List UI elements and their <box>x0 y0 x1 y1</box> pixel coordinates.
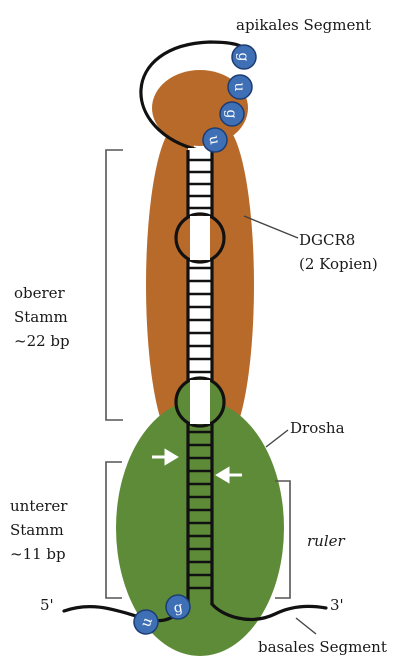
basal-leader <box>296 618 316 634</box>
upper-stem-bracket <box>106 150 123 420</box>
nucleotide-g: g <box>220 102 244 126</box>
apical-segment-label: apikales Segment <box>236 16 371 34</box>
drosha-label: Drosha <box>290 419 345 437</box>
three-prime-label: 3' <box>330 596 344 614</box>
nucleotide-letter: u <box>231 82 247 91</box>
loop-gap-lower <box>190 380 210 424</box>
nucleotide-letter: g <box>235 53 251 62</box>
upper-stem-label-1: oberer <box>14 284 66 302</box>
ruler-label: ruler <box>307 532 346 550</box>
five-prime-label: 5' <box>40 596 54 614</box>
upper-stem-label-3: ~22 bp <box>14 332 70 350</box>
nucleotide-u: u <box>228 75 252 99</box>
dgcr8-copies-label: (2 Kopien) <box>299 255 378 273</box>
lower-stem-label-2: Stamm <box>10 521 64 539</box>
nucleotide-g: g <box>232 45 256 69</box>
basal-segment-label: basales Segment <box>258 638 387 656</box>
lower-stem-label-1: unterer <box>10 497 68 515</box>
upper-stem-label-2: Stamm <box>14 308 68 326</box>
lower-stem-label-3: ~11 bp <box>10 545 66 563</box>
drosha-leader <box>266 430 288 447</box>
nucleotide-letter: g <box>223 110 239 119</box>
loop-gap-upper <box>190 216 210 260</box>
dgcr8-label: DGCR8 <box>299 231 355 249</box>
